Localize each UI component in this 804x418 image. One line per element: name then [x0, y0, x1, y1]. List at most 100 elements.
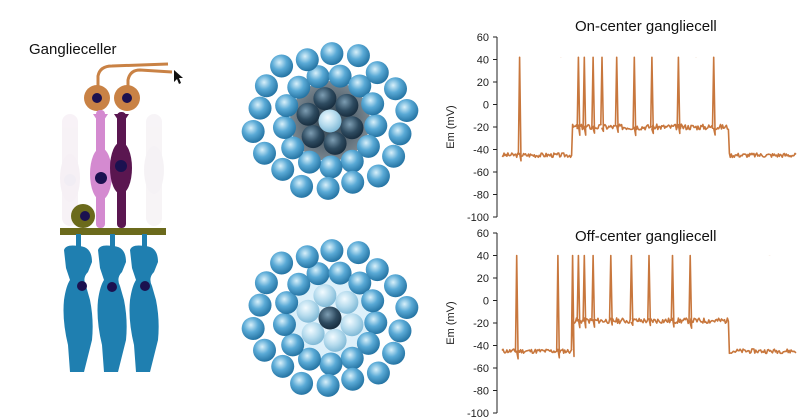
photoreceptor-disc [346, 241, 370, 265]
photoreceptor-disc [241, 119, 265, 143]
off-center-receptive-field [241, 239, 419, 397]
photoreceptor-disc [328, 261, 352, 285]
y-tick-label: -20 [473, 122, 489, 134]
photoreceptor-disc [272, 312, 296, 336]
photoreceptor-disc [366, 361, 390, 385]
photoreceptor-disc [335, 93, 359, 117]
photoreceptor-disc [366, 164, 390, 188]
on-bipolar-cell [90, 110, 112, 228]
y-tick-label: 40 [477, 55, 489, 67]
ganglion-cell [84, 85, 110, 111]
y-tick-label: 20 [477, 77, 489, 89]
photoreceptor-disc [364, 114, 388, 138]
photoreceptor-disc [320, 42, 344, 66]
photoreceptor-disc [323, 131, 347, 155]
ganglion-axon [126, 68, 173, 94]
photoreceptor-disc [254, 271, 278, 295]
y-tick-label: 20 [477, 273, 489, 285]
off-center-trace [501, 254, 797, 360]
y-axis-label: Em (mV) [445, 301, 457, 344]
photoreceptor-disc [287, 75, 311, 99]
y-tick-label: -100 [467, 408, 489, 418]
photoreceptor-disc [313, 87, 337, 111]
ganglion-axon [96, 62, 169, 94]
photoreceptor-disc [341, 170, 365, 194]
photoreceptor-disc [383, 77, 407, 101]
photoreceptor [63, 234, 93, 372]
photoreceptor-disc [340, 116, 364, 140]
y-tick-label: -60 [473, 167, 489, 179]
photoreceptor-disc [270, 251, 294, 275]
photoreceptor-disc [295, 48, 319, 72]
photoreceptor-disc [388, 122, 412, 146]
photoreceptor-disc [248, 96, 272, 120]
photoreceptor-disc [318, 109, 342, 133]
photoreceptor-disc [335, 290, 359, 314]
photoreceptor-disc [254, 74, 278, 98]
chart-title-off: Off-center gangliecell [575, 228, 717, 245]
photoreceptor-disc [290, 174, 314, 198]
photoreceptor-disc [275, 291, 299, 315]
cursor-arrow-icon [174, 70, 183, 84]
photoreceptor-disc [395, 296, 419, 320]
y-tick-label: -100 [467, 212, 489, 224]
photoreceptor-disc [340, 313, 364, 337]
y-tick-label: -80 [473, 386, 489, 398]
on-center-trace [501, 56, 797, 162]
retina-title: Ganglieceller [29, 41, 117, 58]
photoreceptor-disc [313, 284, 337, 308]
photoreceptor-disc [319, 352, 343, 376]
photoreceptor-disc [253, 141, 277, 165]
photoreceptor-disc [290, 371, 314, 395]
photoreceptor-disc [356, 134, 380, 158]
photoreceptor-disc [270, 54, 294, 78]
photoreceptor-disc [340, 346, 364, 370]
photoreceptor [97, 234, 127, 372]
y-tick-label: 60 [477, 32, 489, 44]
photoreceptor-disc [316, 373, 340, 397]
photoreceptor-disc [382, 144, 406, 168]
on-center-receptive-field [241, 42, 419, 200]
photoreceptor-disc [388, 319, 412, 343]
photoreceptor-disc [253, 338, 277, 362]
photoreceptor-disc [348, 74, 372, 98]
photoreceptor-disc [356, 331, 380, 355]
photoreceptor-disc [318, 306, 342, 330]
horizontal-cell [60, 204, 166, 235]
photoreceptor-disc [306, 65, 330, 89]
photoreceptor-disc [361, 92, 385, 116]
photoreceptor-disc [248, 293, 272, 317]
photoreceptor-disc [346, 44, 370, 68]
y-tick-label: 60 [477, 228, 489, 240]
y-tick-label: 0 [483, 100, 489, 112]
photoreceptor-disc [395, 99, 419, 123]
photoreceptor-disc [316, 176, 340, 200]
photoreceptor-disc [361, 289, 385, 313]
photoreceptor-disc [341, 367, 365, 391]
photoreceptor-disc [297, 347, 321, 371]
photoreceptor-disc [348, 271, 372, 295]
y-tick-label: 0 [483, 296, 489, 308]
y-axis-label: Em (mV) [445, 105, 457, 148]
photoreceptor-disc [365, 61, 389, 85]
chart-title-on: On-center gangliecell [575, 18, 717, 35]
photoreceptor-disc [364, 311, 388, 335]
photoreceptor-disc [301, 125, 325, 149]
photoreceptor-disc [296, 299, 320, 323]
ganglion-cell [114, 85, 140, 111]
y-tick-label: -40 [473, 341, 489, 353]
photoreceptor-disc [319, 155, 343, 179]
photoreceptor-disc [281, 333, 305, 357]
faded-bipolar-cells [60, 114, 164, 226]
photoreceptor [129, 234, 159, 372]
photoreceptor-disc [281, 136, 305, 160]
photoreceptor-disc [295, 245, 319, 269]
photoreceptor-disc [271, 354, 295, 378]
photoreceptor-disc [323, 328, 347, 352]
y-tick-label: 40 [477, 251, 489, 263]
off-bipolar-cell [110, 112, 132, 228]
photoreceptor-disc [382, 341, 406, 365]
photoreceptor-disc [306, 262, 330, 286]
photoreceptor-disc [365, 258, 389, 282]
